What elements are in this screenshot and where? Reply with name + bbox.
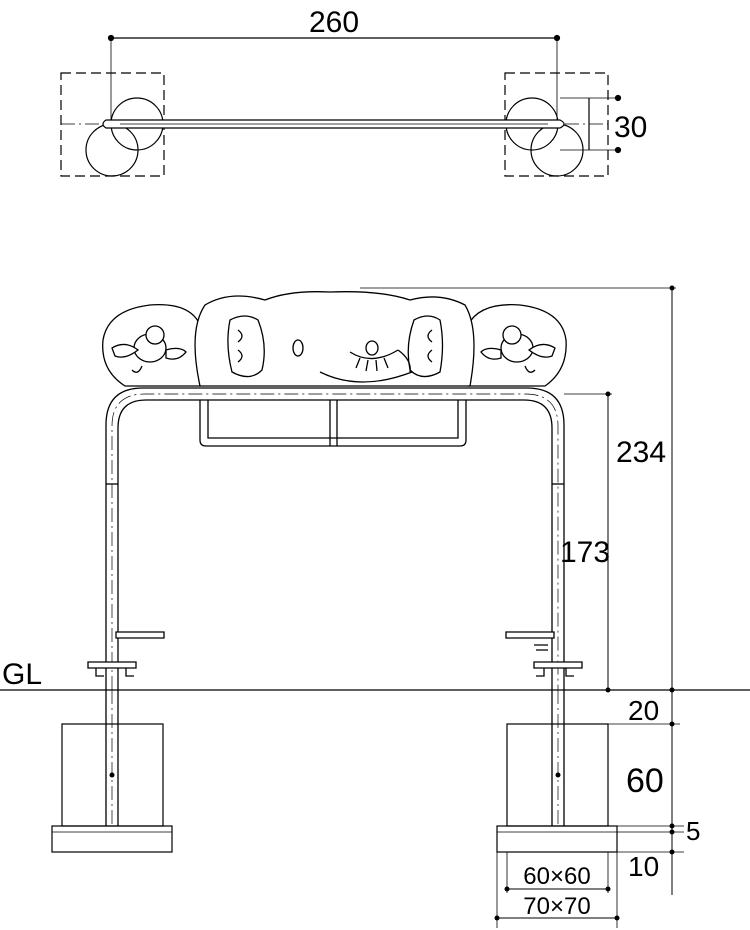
arch-outer [105,387,565,690]
right-bracket-detail [534,644,548,651]
top-depth-label: 30 [614,111,647,144]
top-view [60,34,622,177]
base-plate-label: 5 [686,816,700,846]
sign-bracket-inner [207,400,459,439]
footing-size-label: 60×60 [523,863,590,890]
dimension-dots [494,285,675,921]
elephant-tuft [365,340,379,356]
right-bird-wing [527,343,556,358]
eyelash [355,357,361,369]
dimension-dot [614,94,622,102]
elephant-closed-eye [349,349,399,360]
left-lower-bracket [87,661,137,669]
total-height-label: 234 [616,436,666,469]
eyelash [383,357,389,369]
right-bird-feet [524,365,536,373]
post-dot [555,772,561,778]
footings [51,723,618,853]
left-bird-tail [165,347,187,360]
right-ear [407,315,444,378]
eyelash [365,359,369,372]
elephant-trunk [397,349,411,373]
right-bird-tail [480,347,502,360]
left-ear-detail [237,329,243,343]
left-base-slab [51,825,173,853]
decorative-sign [102,291,567,387]
elephant-mouth [319,371,413,383]
base-size-label: 70×70 [523,893,590,920]
left-bird-head [145,325,165,345]
label-background [612,428,670,468]
dimension-dot [614,146,622,154]
arch-center-line [111,393,559,690]
right-bird-head [502,325,522,345]
front-dimensions [360,287,684,928]
base-slab-label: 10 [628,851,659,882]
right-upper-bracket [505,631,555,639]
footing-height-label: 60 [626,762,664,800]
left-upper-bracket [115,631,165,639]
eyelash [375,359,378,372]
right-ear-detail [427,349,433,363]
below-ground-label: 20 [628,695,659,726]
arch-frame [87,387,583,826]
right-ear-detail [427,329,433,343]
sign-bracket-outer [199,400,467,447]
right-base-slab [496,825,618,853]
left-bird-wing [111,343,140,358]
left-lower-bracket-lugs [95,668,134,677]
arch-height-label: 173 [560,536,610,569]
left-ear-detail [237,349,243,363]
elephant-eye [292,339,304,357]
left-bird-feet [131,365,143,373]
top-width-label: 260 [309,6,359,39]
label-background [565,528,605,568]
ground-label: GL [2,658,42,691]
post-dot [109,772,115,778]
arch-inner [117,399,553,690]
right-lower-bracket-lugs [536,668,574,677]
left-ear [227,315,265,378]
right-lower-bracket [533,661,583,669]
elephant-head-panel [194,291,475,387]
